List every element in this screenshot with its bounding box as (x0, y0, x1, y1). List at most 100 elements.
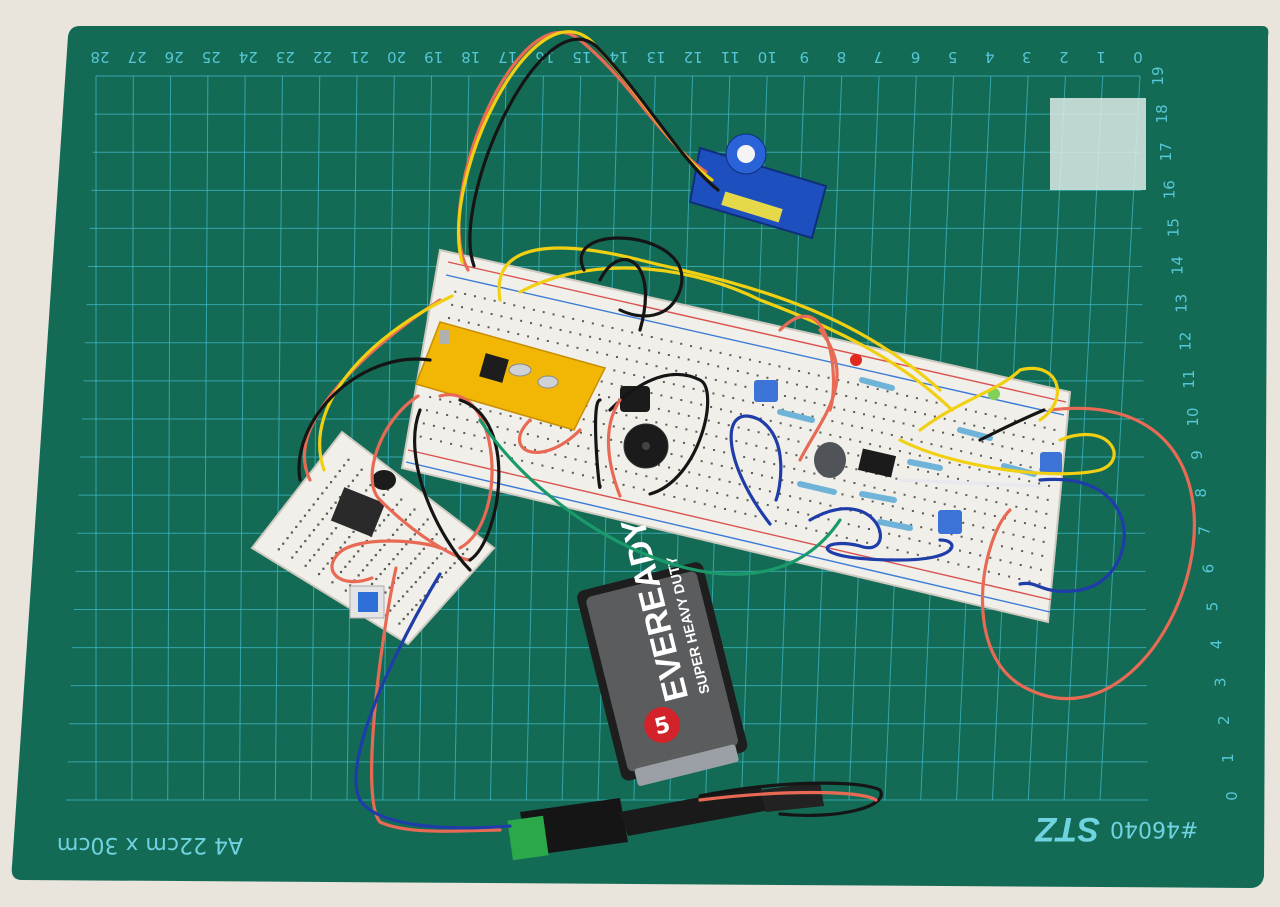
breadboard-hole (339, 546, 342, 549)
breadboard-hole (602, 479, 605, 482)
yellow-jumper-wire (497, 246, 942, 392)
breadboard-hole (979, 554, 982, 557)
breadboard-hole (1022, 436, 1025, 439)
breadboard-hole (369, 483, 372, 487)
breadboard-hole (953, 420, 956, 423)
battery-badge-number: 5 (652, 712, 673, 740)
breadboard-hole (724, 508, 727, 511)
breadboard-hole (744, 512, 747, 515)
breadboard-hole (866, 385, 869, 388)
breadboard-hole (383, 567, 386, 571)
breadboard-hole (1028, 580, 1031, 583)
breadboard-hole (789, 424, 792, 427)
red-jumper-wire (438, 393, 494, 550)
top-ruler-number: 15 (572, 48, 591, 66)
breadboard-hole (546, 339, 549, 342)
breadboard-hole (720, 464, 723, 467)
breadboard-hole (861, 427, 864, 430)
breadboard-hole (925, 484, 928, 487)
breadboard-hole (419, 599, 422, 602)
breadboard-hole (705, 433, 708, 436)
rail-blue-bottom (405, 461, 1051, 613)
breadboard-hole (635, 472, 638, 475)
blue-jumper-wire (808, 507, 954, 562)
breadboard-hole (797, 440, 800, 443)
breadboard-hole (771, 406, 774, 409)
breadboard-hole (322, 567, 325, 570)
breadboard-hole (330, 507, 333, 510)
breadboard-hole (882, 417, 885, 420)
tactile-button (349, 585, 385, 619)
breadboard-hole (473, 434, 476, 437)
breadboard-hole (419, 435, 422, 438)
breadboard-hole (587, 447, 590, 450)
breadboard-hole (855, 468, 858, 471)
yellow-jumper-wire (318, 294, 454, 472)
breadboard-hole (1026, 494, 1029, 497)
breadboard-hole (397, 576, 400, 580)
breadboard-hole (994, 415, 997, 418)
breadboard-hole (879, 516, 882, 519)
breadboard-hole (833, 477, 836, 480)
breadboard-hole (995, 501, 998, 504)
breadboard-hole (702, 390, 705, 393)
breadboard-hole (739, 356, 742, 359)
breadboard-hole (973, 424, 976, 427)
breadboard-hole (983, 512, 986, 515)
right-ruler-number: 18 (1153, 104, 1171, 123)
breadboard-hole (776, 506, 779, 509)
breadboard-hole (331, 581, 334, 584)
breadboard-hole (986, 484, 989, 487)
breadboard-hole (864, 399, 867, 402)
breadboard-hole (541, 464, 544, 467)
black-jumper-wire (978, 408, 1046, 442)
breadboard-hole (726, 494, 729, 497)
breadboard-hole (945, 489, 948, 492)
breadboard-hole (972, 524, 975, 527)
grid-line-vertical (203, 75, 209, 801)
breadboard-hole (937, 558, 940, 561)
nano-chip (479, 353, 509, 383)
breadboard-hole (617, 454, 620, 457)
breadboard-hole (961, 436, 964, 439)
breadboard-hole (900, 436, 903, 439)
breadboard-hole (778, 365, 781, 368)
breadboard-hole (962, 521, 965, 524)
breadboard-hole (487, 326, 490, 329)
breadboard-hole (910, 438, 913, 441)
breadboard-hole (937, 473, 940, 476)
breadboard-hole (317, 572, 321, 576)
breadboard-hole (325, 486, 328, 489)
nano-pcb (415, 321, 607, 431)
breadboard-hole (500, 315, 503, 318)
breadboard-hole (903, 493, 906, 496)
breadboard-hole (303, 514, 307, 517)
breadboard-hole (557, 440, 560, 443)
top-ruler-number: 23 (276, 48, 295, 66)
breadboard-hole (992, 528, 995, 531)
breadboard-hole (998, 573, 1001, 576)
right-ruler-number: 7 (1196, 526, 1214, 536)
breadboard-hole (744, 385, 747, 388)
top-ruler-number: 19 (424, 48, 443, 66)
breadboard-hole (409, 513, 412, 516)
breadboard-hole (851, 424, 854, 427)
breadboard-hole (520, 319, 523, 322)
breadboard-hole (943, 503, 946, 506)
breadboard-hole (396, 553, 399, 556)
breadboard-hole (697, 360, 700, 363)
breadboard-hole (746, 499, 749, 502)
breadboard-hole (650, 392, 653, 395)
breadboard-hole (958, 463, 961, 466)
arduino-nano-board (415, 321, 607, 431)
breadboard-hole (1006, 489, 1009, 492)
breadboard-hole (982, 526, 985, 529)
breadboard-hole (683, 498, 686, 501)
servo-body (688, 146, 828, 240)
breadboard-hole (413, 533, 416, 536)
breadboard-hole (600, 436, 603, 439)
breadboard-hole (388, 586, 391, 589)
breadboard-hole (825, 390, 828, 393)
breadboard-hole (308, 559, 312, 562)
breadboard-hole (606, 353, 609, 356)
